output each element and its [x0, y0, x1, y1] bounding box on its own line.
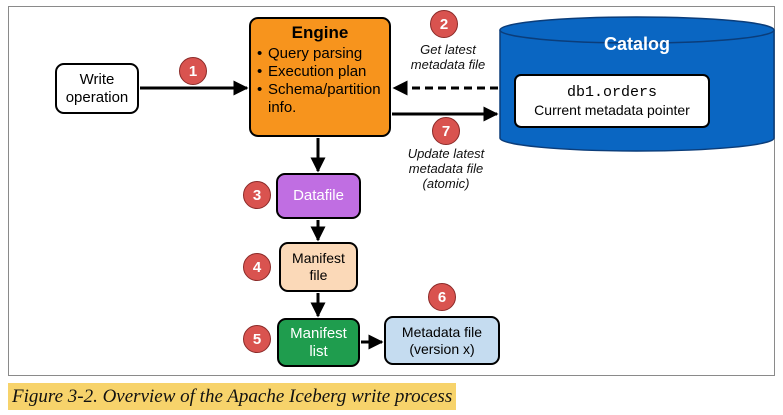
- get-latest-label: Get latest metadata file: [402, 42, 494, 73]
- step-badge-4: 4: [243, 253, 271, 281]
- manifest-list-line1: Manifest: [290, 324, 347, 342]
- step-badge-3: 3: [243, 181, 271, 209]
- step-badge-1: 1: [179, 57, 207, 85]
- write-operation-line2: operation: [65, 88, 129, 106]
- update-latest-label: Update latest metadata file (atomic): [398, 146, 494, 192]
- table-name: db1.orders: [566, 83, 657, 101]
- datafile-label: Datafile: [293, 187, 344, 204]
- update-latest-line2: metadata file: [408, 160, 484, 176]
- manifest-file-line2: file: [309, 267, 328, 283]
- step-badge-7: 7: [432, 117, 460, 145]
- engine-item-schema-partition: Schema/partition info.: [257, 81, 383, 117]
- catalog-title: Catalog: [603, 34, 670, 54]
- update-latest-line1: Update latest: [407, 146, 485, 161]
- metadata-file-line2: (version x): [409, 340, 475, 357]
- metadata-file-line1: Metadata file: [401, 323, 483, 340]
- step-badge-2: 2: [430, 10, 458, 38]
- step-badge-5: 5: [243, 325, 271, 353]
- engine-list: Query parsing Execution plan Schema/part…: [257, 45, 383, 117]
- get-latest-line2: metadata file: [410, 56, 486, 72]
- engine-item-query-parsing: Query parsing: [257, 45, 383, 63]
- datafile-box: Datafile: [276, 173, 361, 219]
- engine-item-execution-plan: Execution plan: [257, 63, 383, 81]
- metadata-file-box: Metadata file (version x): [384, 316, 500, 365]
- manifest-file-box: Manifest file: [279, 242, 358, 292]
- manifest-list-box: Manifest list: [277, 318, 360, 367]
- manifest-list-line2: list: [309, 342, 328, 360]
- write-operation-line1: Write: [79, 70, 115, 88]
- get-latest-line1: Get latest: [420, 42, 476, 57]
- figure-caption: Figure 3-2. Overview of the Apache Icebe…: [8, 383, 457, 410]
- update-latest-line3: (atomic): [422, 175, 470, 191]
- pointer-label: Current metadata pointer: [534, 101, 690, 118]
- engine-box: Engine Query parsing Execution plan Sche…: [249, 17, 391, 137]
- engine-title: Engine: [291, 23, 349, 42]
- write-operation-box: Write operation: [55, 63, 139, 114]
- manifest-file-line1: Manifest: [292, 250, 345, 267]
- metadata-pointer-box: db1.orders Current metadata pointer: [514, 74, 710, 128]
- step-badge-6: 6: [428, 283, 456, 311]
